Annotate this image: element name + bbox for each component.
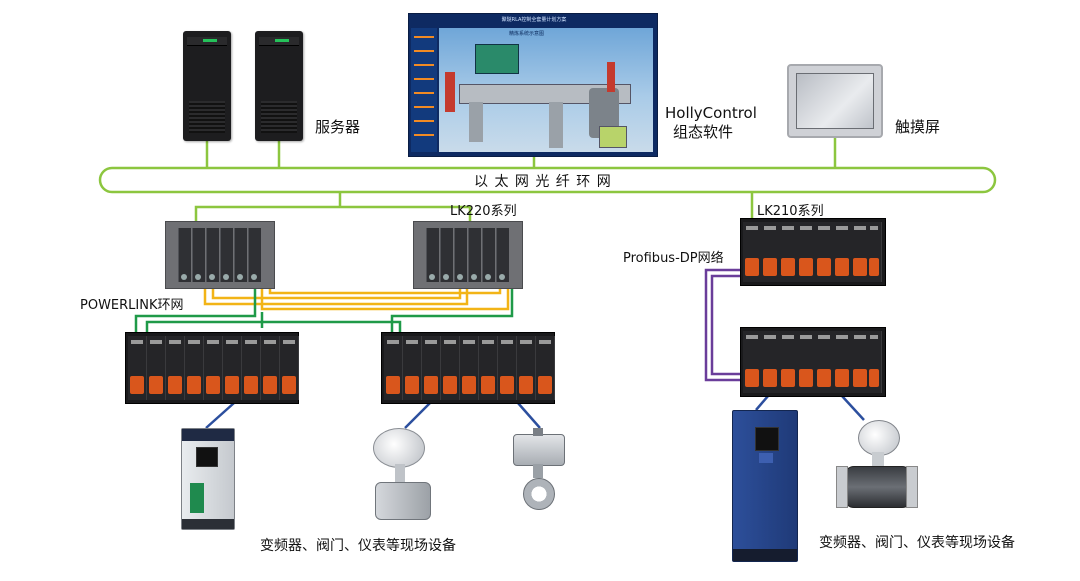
- scada-screen: 聚醚RLA控制全套量计划方案 精炼系统示意图: [408, 13, 658, 157]
- server-label: 服务器: [315, 118, 361, 136]
- scada-canvas: 精炼系统示意图: [439, 28, 653, 152]
- server-icon: [255, 31, 303, 141]
- powerlink-green-links: [134, 287, 514, 332]
- io-module: [381, 332, 555, 404]
- powerlink-yellow-links: [203, 287, 510, 311]
- valve-actuator-icon: [505, 428, 571, 514]
- ethernet-ring-label: 以 太 网 光 纤 环 网: [474, 174, 612, 190]
- profibus-label: Profibus-DP网络: [623, 251, 724, 266]
- server-icon: [183, 31, 231, 141]
- scada-title: 聚醚RLA控制全套量计划方案: [501, 17, 567, 23]
- touchscreen-label: 触摸屏: [895, 118, 941, 136]
- ethernet-ring: [98, 166, 997, 194]
- powerlink-label: POWERLINK环网: [80, 298, 184, 313]
- lk220-label: LK220系列: [450, 204, 517, 219]
- io-module: [125, 332, 299, 404]
- flowmeter-icon: [836, 420, 918, 520]
- software-label-line2: 组态软件: [673, 123, 734, 141]
- lk210-label: LK210系列: [757, 204, 824, 219]
- touchscreen-icon: [787, 64, 883, 138]
- io-module: [740, 218, 886, 286]
- field-devices-left-label: 变频器、阀门、仪表等现场设备: [260, 538, 456, 554]
- software-label-line1: HollyControl: [665, 104, 757, 122]
- scada-sidebar: [411, 28, 437, 152]
- profibus-links: [704, 268, 742, 382]
- pressure-transmitter-icon: [365, 428, 445, 526]
- frequency-converter-icon: [732, 410, 798, 562]
- frequency-converter-icon: [181, 428, 235, 530]
- scada-subtitle: 精炼系统示意图: [509, 31, 545, 37]
- plc-rack: [413, 221, 523, 289]
- field-devices-right-label: 变频器、阀门、仪表等现场设备: [819, 535, 1015, 551]
- field-device-links: [205, 395, 865, 429]
- plc-rack: [165, 221, 275, 289]
- io-module: [740, 327, 886, 397]
- ethernet-links: [194, 138, 837, 222]
